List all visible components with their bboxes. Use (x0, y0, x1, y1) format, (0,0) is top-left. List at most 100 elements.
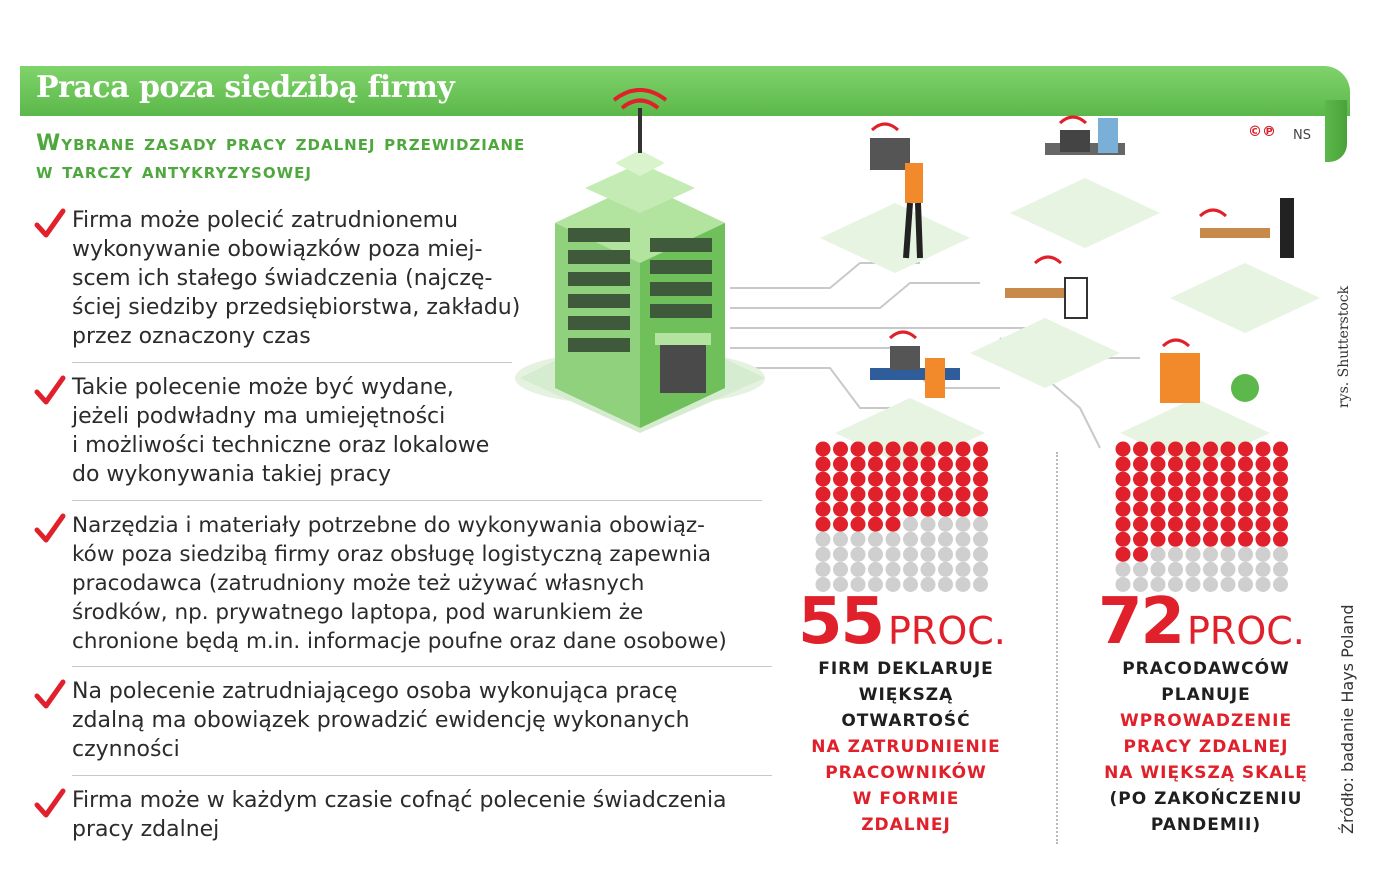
dot-empty (815, 561, 831, 577)
dot-filled (1220, 441, 1236, 457)
dot-empty (1238, 576, 1253, 592)
dot-empty (1150, 561, 1166, 577)
dot-filled (1220, 531, 1236, 547)
dot-filled (938, 486, 953, 502)
desc-line: W FORMIE (852, 789, 960, 809)
dot-filled (1168, 501, 1183, 517)
stat-description: PRACODAWCÓW PLANUJE WPROWADZENIE PRACY Z… (1086, 656, 1326, 838)
dot-empty (1238, 561, 1253, 577)
dot-filled (833, 456, 848, 472)
dot-empty (955, 516, 971, 532)
dot-filled (1133, 501, 1148, 517)
dot-filled (1238, 456, 1253, 472)
dot-empty (885, 576, 901, 592)
dot-filled (1203, 501, 1218, 517)
dot-empty (833, 576, 848, 592)
desc-line: (PO ZAKOŃCZENIU (1109, 789, 1303, 809)
dot-filled (1115, 531, 1131, 547)
dot-filled (1133, 546, 1148, 562)
dot-empty (1273, 576, 1288, 592)
dot-filled (833, 441, 848, 457)
dot-empty (885, 546, 901, 562)
dot-filled (938, 456, 953, 472)
dot-empty (938, 561, 953, 577)
desc-line: PRACOWNIKÓW (825, 763, 987, 783)
check-icon (34, 679, 66, 709)
dot-filled (850, 471, 866, 487)
dot-empty (920, 516, 936, 532)
dot-filled (1203, 516, 1218, 532)
dot-filled (833, 501, 848, 517)
rule-separator (72, 666, 772, 667)
workstation-icon (1010, 115, 1160, 248)
desc-line: FIRM DEKLARUJE (818, 659, 994, 679)
dot-filled (903, 471, 918, 487)
dot-filled (1273, 471, 1288, 487)
dot-empty (833, 531, 848, 547)
dot-filled (1115, 516, 1131, 532)
dot-filled (815, 456, 831, 472)
dot-filled (1203, 456, 1218, 472)
image-credit: rys. Shutterstock (1336, 285, 1352, 408)
dot-filled (1150, 516, 1166, 532)
dot-filled (833, 516, 848, 532)
dot-filled (1203, 441, 1218, 457)
dot-filled (885, 516, 901, 532)
dot-filled (973, 486, 988, 502)
dot-filled (1133, 471, 1148, 487)
dot-empty (955, 561, 971, 577)
dot-filled (1150, 531, 1166, 547)
header-tail (1325, 100, 1347, 162)
dot-filled (1185, 456, 1201, 472)
dot-empty (1150, 546, 1166, 562)
dot-filled (1150, 486, 1166, 502)
office-illustration (515, 88, 1320, 468)
stat-unit: PROC. (1187, 609, 1305, 653)
dot-filled (973, 501, 988, 517)
dot-empty (1273, 561, 1288, 577)
dot-filled (1168, 471, 1183, 487)
dot-filled (903, 501, 918, 517)
dot-empty (1150, 576, 1166, 592)
dot-filled (1273, 501, 1288, 517)
dot-empty (1133, 576, 1148, 592)
dot-filled (1220, 501, 1236, 517)
dot-filled (1220, 471, 1236, 487)
check-icon (34, 788, 66, 818)
dot-filled (868, 441, 883, 457)
dot-filled (903, 456, 918, 472)
dot-filled (1150, 441, 1166, 457)
dot-filled (1255, 516, 1271, 532)
dot-empty (815, 546, 831, 562)
dot-empty (1255, 546, 1271, 562)
desc-line: NA WIĘKSZĄ SKALĘ (1104, 763, 1308, 783)
rule-text: Narzędzia i materiały potrzebne do wykon… (72, 513, 727, 654)
dot-filled (920, 501, 936, 517)
dot-filled (815, 501, 831, 517)
copyright-mark: ©℗ (1248, 124, 1276, 140)
desc-line: OTWARTOŚĆ (841, 711, 971, 731)
dot-filled (1168, 516, 1183, 532)
dot-filled (955, 486, 971, 502)
dot-filled (1168, 486, 1183, 502)
dot-empty (868, 531, 883, 547)
dot-filled (973, 441, 988, 457)
dot-empty (938, 576, 953, 592)
dot-filled (1255, 531, 1271, 547)
dot-filled (1150, 456, 1166, 472)
dot-filled (1115, 501, 1131, 517)
dot-filled (1133, 456, 1148, 472)
subtitle-line: Wybrane zasady pracy zdalnej przewidzian… (36, 131, 526, 156)
dot-filled (868, 501, 883, 517)
dot-filled (903, 486, 918, 502)
dot-filled (1273, 456, 1288, 472)
rule-text: Na polecenie zatrudniającego osoba wykon… (72, 679, 690, 762)
dot-filled (955, 471, 971, 487)
dot-empty (850, 561, 866, 577)
dot-empty (973, 546, 988, 562)
desc-line: ZDALNEJ (861, 815, 951, 835)
dot-empty (815, 576, 831, 592)
dot-filled (1115, 471, 1131, 487)
dot-empty (868, 561, 883, 577)
dot-grid-55 (815, 441, 988, 592)
